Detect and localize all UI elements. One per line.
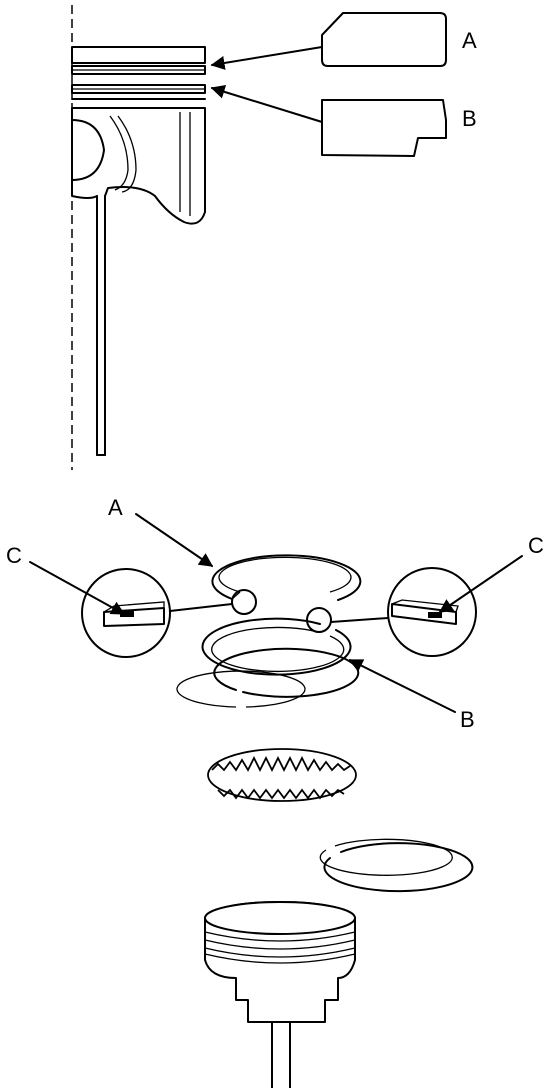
piston-cross-section (71, 5, 206, 470)
label-b-upper: B (462, 106, 477, 131)
label-group-lower: A B C C (6, 495, 544, 732)
ring-profile-a: A (210, 12, 477, 70)
label-a-upper: A (462, 28, 477, 53)
label-c-left: C (6, 543, 22, 568)
pin-bore (71, 119, 105, 181)
arrow-c-left (29, 561, 126, 615)
piston-skirt (71, 107, 206, 456)
oil-ring-upper-rail (176, 647, 360, 708)
detail-magnifier-right (306, 567, 477, 657)
second-ring-b (201, 617, 352, 676)
arrow-b-lower (348, 659, 456, 713)
arrow-a-upper (210, 46, 323, 70)
label-c-right: C (528, 533, 544, 558)
arrow-c-right (438, 555, 523, 613)
oil-ring-expander (207, 748, 357, 802)
arrow-b-upper (210, 85, 323, 123)
detail-magnifier-left (81, 568, 257, 658)
oil-ring-lower-rail (319, 838, 474, 893)
label-b-lower: B (460, 707, 475, 732)
label-a-lower: A (108, 495, 123, 520)
piston (204, 901, 356, 1088)
arrow-a-lower (135, 513, 214, 567)
ring-profile-b: B (210, 85, 477, 157)
piston-crown (71, 46, 206, 64)
